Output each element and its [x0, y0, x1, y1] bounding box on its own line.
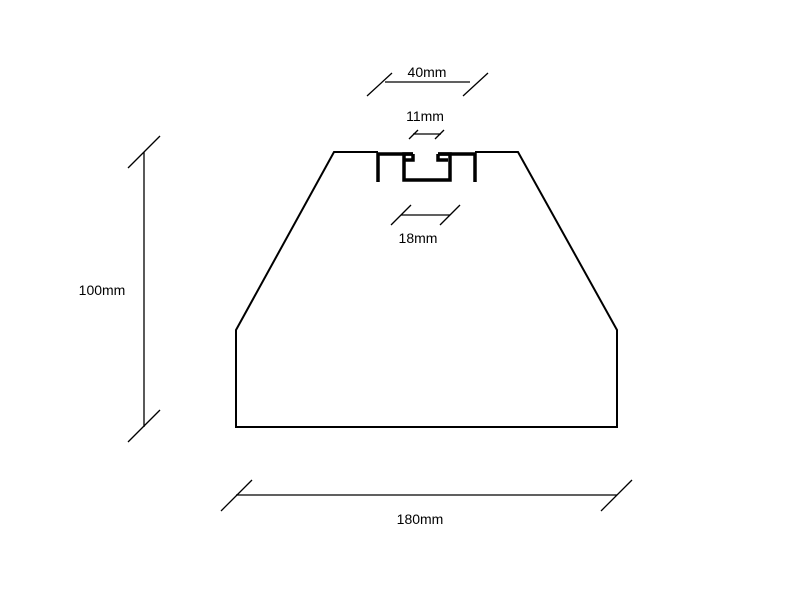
label-18mm: 18mm	[398, 230, 438, 246]
label-180mm: 180mm	[396, 511, 444, 527]
dim-18mm-line	[390, 204, 461, 226]
label-100mm: 100mm	[78, 282, 126, 298]
dim-40mm-line	[366, 72, 489, 97]
label-11mm: 11mm	[406, 108, 444, 124]
profile-outline	[235, 151, 618, 428]
t-slot	[376, 152, 477, 182]
dim-180mm-line	[220, 479, 633, 512]
dim-100mm-line	[127, 135, 161, 443]
label-40mm: 40mm	[407, 64, 447, 80]
dim-11mm-line	[408, 129, 445, 140]
